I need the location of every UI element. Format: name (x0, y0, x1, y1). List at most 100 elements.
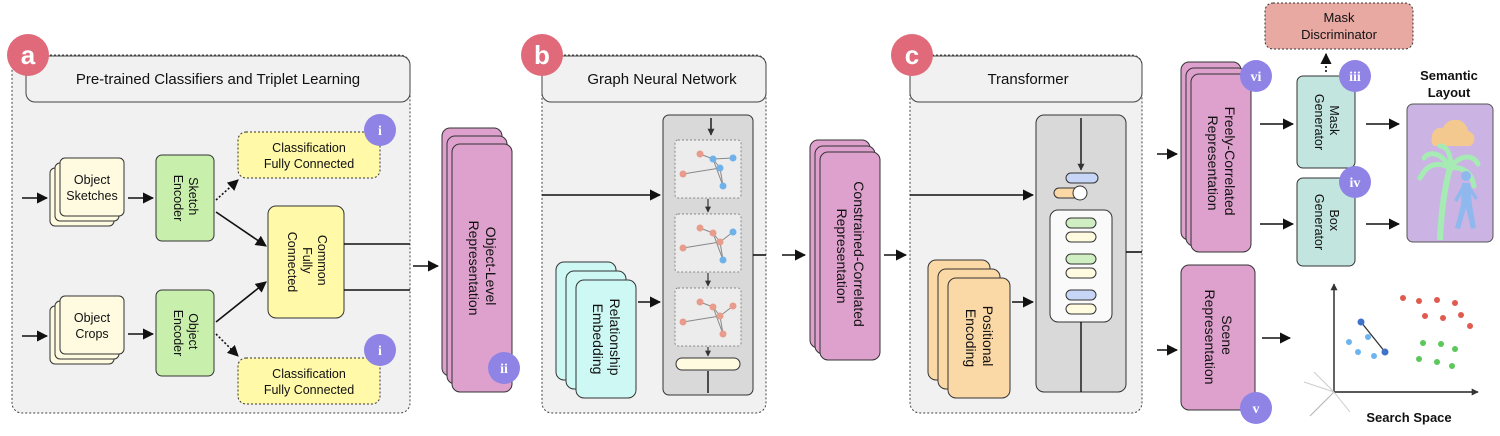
object-level-label-2: Representation (466, 221, 482, 316)
object-encoder-label-1: Object (186, 313, 200, 350)
svg-text:Object-Level Representat: Object-Level Representation (466, 221, 499, 316)
svg-text:Box Generator: Box Generator (1312, 194, 1341, 250)
discriminator-label-2: Discriminator (1301, 27, 1378, 42)
classifier-bottom (237, 357, 381, 405)
object-crops-label-1: Object (74, 311, 111, 325)
badge-i-bottom (364, 334, 396, 366)
section-b-badge (521, 34, 563, 76)
badge-ii (488, 352, 520, 384)
classifier-top (237, 131, 381, 179)
badge-iv (1339, 166, 1371, 198)
graph-layer-2 (674, 213, 742, 273)
section-c-title: Transformer (987, 71, 1068, 88)
classifier-top-label-2: Fully Connected (264, 157, 354, 171)
section-a-badge (7, 34, 49, 76)
svg-text:Relationship Embedding: Relationship Embedding (590, 299, 623, 380)
section-a: Pre-trained Classifiers and Triplet Lear… (7, 34, 411, 414)
freely-label-2: Representation (1205, 116, 1221, 211)
section-c-badge-label: c (905, 40, 919, 70)
scene-label-2: Representation (1202, 290, 1218, 385)
object-level-label-1: Object-Level (483, 227, 499, 306)
object-crops-stack: Object Crops (49, 295, 125, 365)
search-space-plot (1303, 283, 1479, 417)
common-label-1: Common (315, 235, 329, 286)
scene-representation: Scene Representation (1180, 264, 1256, 411)
box-generator-label-2: Generator (1312, 194, 1326, 250)
section-b-title: Graph Neural Network (587, 71, 737, 88)
cloud-icon (1431, 119, 1475, 146)
svg-text:i: i (378, 344, 382, 359)
palm-tree-icon (1437, 167, 1453, 241)
svg-text:i: i (378, 124, 382, 139)
relationship-label-2: Embedding (590, 304, 606, 375)
section-a-header (25, 55, 411, 103)
box-generator (1296, 177, 1356, 267)
token-query (1065, 172, 1099, 184)
freely-correlated-representation: Freely-Correlated Representation (1180, 61, 1252, 253)
graph-layer-1 (674, 139, 742, 199)
constrained-correlated-representation: Constrained-Correlated Representation (809, 139, 881, 361)
svg-text:Common Fully Conne: Common Fully Connected (285, 232, 329, 293)
svg-text:Object Encoder: Object Encoder (171, 310, 200, 357)
svg-text:ii: ii (500, 362, 508, 377)
svg-text:Constrained-Correlated R: Constrained-Correlated Representation (834, 181, 867, 330)
relationship-embedding: Relationship Embedding (555, 261, 637, 399)
common-label-2: Fully (300, 247, 314, 274)
badge-iii (1339, 60, 1371, 92)
positional-label-1: Positional (980, 306, 996, 367)
discriminator-label-1: Mask (1323, 10, 1355, 25)
mask-generator-label-2: Generator (1312, 94, 1326, 150)
svg-text:Positional Encoding: Positional Encoding (963, 306, 996, 371)
svg-text:v: v (1253, 402, 1260, 417)
svg-text:iii: iii (1349, 70, 1361, 85)
sketch-encoder (155, 154, 215, 242)
semantic-layout-title-2: Layout (1428, 85, 1471, 100)
svg-text:Mask Generator: Mask Generator (1312, 94, 1341, 150)
sketch-encoder-label-1: Sketch (186, 177, 200, 215)
semantic-layout-image (1406, 103, 1494, 243)
badge-v (1240, 392, 1272, 424)
mask-discriminator (1264, 2, 1414, 50)
sketch-encoder-label-2: Encoder (171, 175, 185, 222)
box-generator-label-1: Box (1327, 209, 1341, 231)
svg-text:vi: vi (1251, 70, 1262, 85)
pedestrian-icon (1454, 171, 1478, 229)
object-sketches-label-2: Sketches (66, 189, 117, 203)
cluster-red (1400, 295, 1473, 329)
classifier-bottom-label-2: Fully Connected (264, 383, 354, 397)
svg-text:Sketch Encoder: Sketch Encoder (171, 175, 200, 222)
positional-label-2: Encoding (963, 309, 979, 367)
cluster-green (1416, 340, 1458, 369)
freely-label-1: Freely-Correlated (1222, 107, 1238, 216)
svg-text:iv: iv (1350, 176, 1361, 191)
object-encoder-label-2: Encoder (171, 310, 185, 357)
semantic-layout-title-1: Semantic (1420, 68, 1478, 83)
mask-generator (1296, 75, 1356, 169)
mask-generator-label-1: Mask (1327, 105, 1341, 136)
section-a-badge-label: a (21, 40, 36, 70)
classifier-bottom-label-1: Classification (272, 367, 346, 381)
badge-vi (1240, 60, 1272, 92)
badge-i-top (364, 114, 396, 146)
positional-encoding: Positional Encoding (927, 259, 1011, 399)
relationship-label-1: Relationship (607, 299, 623, 376)
scene-label-1: Scene (1219, 315, 1235, 355)
graph-layer-3 (674, 287, 742, 347)
object-encoder (155, 289, 215, 377)
object-crops-label-2: Crops (75, 327, 108, 341)
svg-text:Freely-Correlated Repres: Freely-Correlated Representation (1205, 107, 1238, 220)
constrained-label-2: Representation (834, 209, 850, 304)
object-sketches-label-1: Object (74, 173, 111, 187)
section-b-badge-label: b (534, 40, 550, 70)
svg-text:Scene Representation: Scene Representation (1202, 290, 1235, 385)
section-b: Graph Neural Network b (521, 34, 767, 414)
section-b-header (541, 55, 767, 103)
object-level-representation: Object-Level Representation (441, 127, 513, 393)
object-sketches-stack: Object Sketches (49, 157, 125, 227)
section-c-badge (891, 34, 933, 76)
section-c-header (909, 55, 1143, 103)
common-label-3: Connected (285, 232, 299, 293)
section-a-title: Pre-trained Classifiers and Triplet Lear… (76, 71, 360, 88)
common-fully-connected (267, 205, 345, 319)
